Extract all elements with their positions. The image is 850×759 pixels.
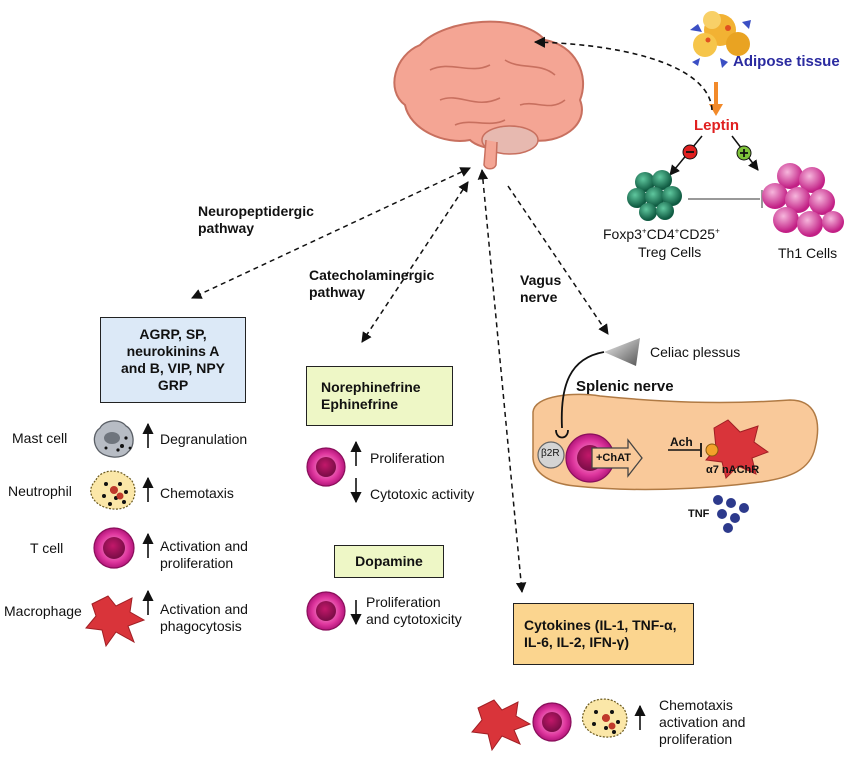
leptin-label: Leptin (694, 117, 739, 134)
treg-cells-icon (627, 170, 682, 221)
vagus-nerve-label: Vagus nerve (520, 272, 562, 305)
th1-cells-icon (762, 163, 844, 237)
dopamine-box: Dopamine (334, 545, 444, 578)
treg-label: Foxp3+CD4+CD25+ (603, 226, 720, 242)
th1-cells-label: Th1 Cells (778, 245, 838, 261)
t-cell-effect-label: Activation and proliferation (160, 538, 248, 571)
cytotoxic-down-label: Cytotoxic activity (370, 486, 475, 502)
catecholamine-box-text: Norephinefrine Ephinefrine (321, 379, 421, 412)
adipose-tissue-icon (690, 11, 751, 68)
tnf-dots-icon (713, 495, 749, 533)
b2r-label: β2R (541, 448, 560, 459)
brain-icon (393, 20, 585, 170)
catecholaminergic-pathway-label: Catecholaminergic pathway (309, 267, 435, 300)
chemotaxis-label: Chemotaxis (160, 485, 234, 501)
spleen-macrophage-icon (705, 419, 770, 479)
ach-label: Ach (670, 435, 693, 449)
macrophage-icon (85, 595, 146, 648)
mast-cell-icon (93, 420, 134, 458)
dopamine-box-text: Dopamine (355, 553, 423, 569)
bottom-effect-label: Chemotaxis activation and proliferation (659, 697, 746, 747)
t-cell-label: T cell (30, 540, 64, 556)
a7-nachr-label: α7 nAChR (706, 464, 760, 476)
catecholamine-box: Norephinefrine Ephinefrine (306, 366, 453, 426)
bottom-neutrophil-icon (581, 698, 628, 738)
treg-cells-label: Treg Cells (638, 244, 702, 260)
chat-label: +ChAT (596, 452, 631, 464)
dopamine-effect-label: Proliferation and cytotoxicity (366, 594, 462, 627)
neutrophil-icon (90, 470, 136, 510)
neuropeptide-box-text: AGRP, SP, neurokinins A and B, VIP, NPY … (121, 326, 225, 393)
neuropeptidergic-pathway-label: Neuropeptidergic pathway (198, 203, 314, 236)
neutrophil-label: Neutrophil (8, 483, 72, 499)
macrophage-label: Macrophage (4, 603, 82, 619)
neuropeptide-box: AGRP, SP, neurokinins A and B, VIP, NPY … (100, 317, 246, 403)
macrophage-effect-label: Activation and phagocytosis (160, 601, 248, 634)
mast-cell-label: Mast cell (12, 430, 68, 446)
bottom-macrophage-icon (471, 699, 532, 752)
cytokines-box: Cytokines (IL-1, TNF-α, IL-6, IL-2, IFN-… (513, 603, 694, 665)
splenic-nerve-label: Splenic nerve (576, 378, 674, 395)
adipose-tissue-label: Adipose tissue (733, 53, 840, 70)
celiac-plexus-icon (604, 338, 640, 366)
proliferation-up-label: Proliferation (370, 450, 445, 466)
tnf-label: TNF (688, 508, 710, 520)
b2r-receptor-icon (537, 441, 565, 469)
celiac-plexus-label: Celiac plessus (650, 344, 741, 360)
cytokines-box-text: Cytokines (IL-1, TNF-α, IL-6, IL-2, IFN-… (524, 617, 677, 650)
degranulation-label: Degranulation (160, 431, 248, 447)
